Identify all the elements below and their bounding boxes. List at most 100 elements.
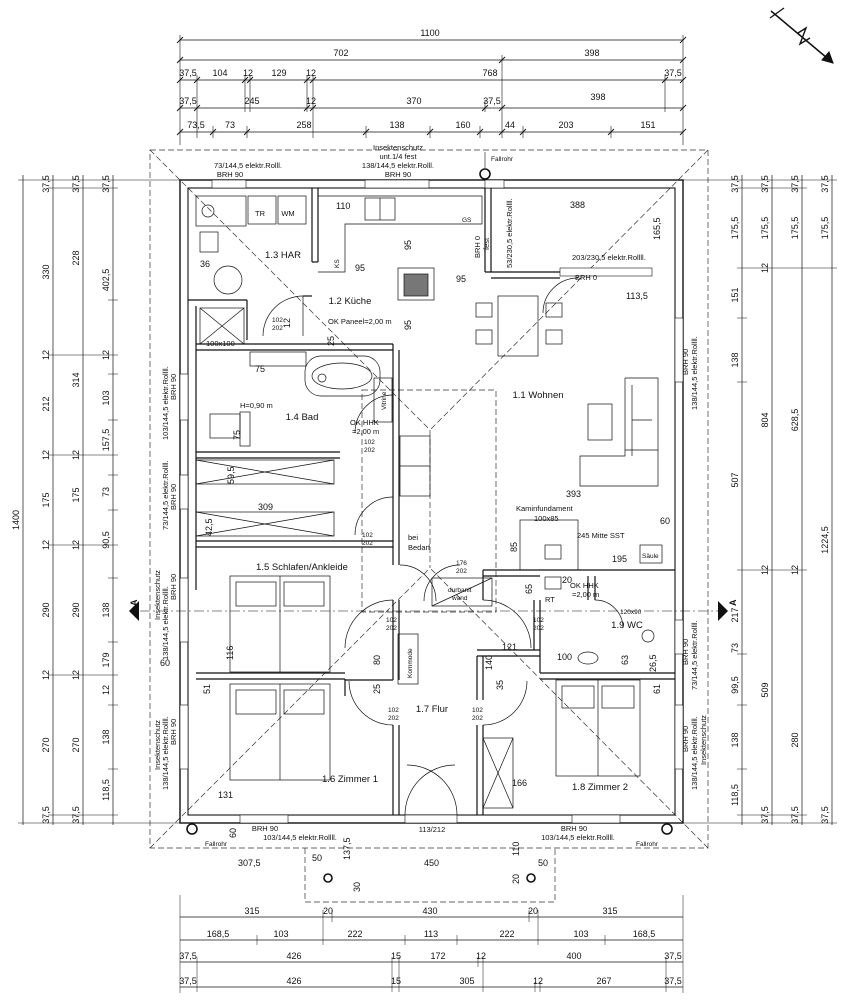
- ks-label: KS: [334, 259, 341, 268]
- svg-text:228: 228: [71, 250, 81, 265]
- dim-label: 100: [557, 652, 572, 662]
- svg-text:73: 73: [730, 643, 740, 653]
- dim-label: 85: [509, 542, 519, 552]
- dim-label: 195: [612, 554, 627, 564]
- dim-left-total: 1400: [11, 510, 21, 530]
- dim-label: 768: [482, 68, 497, 78]
- svg-text:430: 430: [422, 906, 437, 916]
- window-label: 103/144,5 elektr.Rollll.: [161, 366, 170, 440]
- svg-text:12: 12: [71, 450, 81, 460]
- window-labels: 73/144,5 elektr.Rolll. BRH 90 Insektensc…: [153, 143, 708, 842]
- svg-text:172: 172: [430, 951, 445, 961]
- dim-label: 129: [271, 68, 286, 78]
- svg-text:157,5: 157,5: [101, 429, 111, 452]
- svg-text:12: 12: [41, 540, 51, 550]
- dim-label: 61: [652, 684, 662, 694]
- window-label: 138/144,5 elektr.Rollll.: [161, 716, 170, 790]
- svg-text:12: 12: [41, 350, 51, 360]
- bottom-dimension-lines: [179, 895, 684, 993]
- dim-label: 95: [456, 274, 466, 284]
- dim-label: 37,5: [664, 68, 682, 78]
- svg-text:175,5: 175,5: [790, 217, 800, 240]
- dim-label: 110: [336, 201, 350, 211]
- svg-text:175: 175: [41, 492, 51, 507]
- dim-label: 245: [244, 96, 259, 106]
- dim-label: 75: [255, 364, 265, 374]
- svg-text:290: 290: [71, 602, 81, 617]
- window-label: BRH 90: [169, 484, 178, 510]
- svg-text:315: 315: [602, 906, 617, 916]
- dim-label: 60: [160, 658, 170, 668]
- window-label: Insektenschutz: [699, 715, 708, 765]
- dim-label: 60: [228, 828, 238, 838]
- top-dimension-lines: [176, 35, 687, 145]
- svg-text:73: 73: [101, 487, 111, 497]
- dim-label: 151: [640, 120, 655, 130]
- bedarf-note: bei: [408, 533, 418, 542]
- kamin-note: 100x85: [534, 514, 559, 523]
- top-dimension-labels: 1100 702 398 37,5 104 12 129 12 768 37,5…: [179, 28, 682, 130]
- dim-label: 73,5: [187, 120, 205, 130]
- dim-label: 140: [484, 655, 494, 670]
- door-size: 202: [386, 625, 397, 632]
- svg-text:270: 270: [71, 737, 81, 752]
- door-size: 102: [388, 707, 399, 714]
- dim-label: 12: [243, 68, 253, 78]
- dryer: [247, 195, 277, 225]
- svg-text:426: 426: [286, 951, 301, 961]
- svg-text:175,5: 175,5: [760, 217, 770, 240]
- door-size: 102: [386, 617, 397, 624]
- hhk-note: OK HHK: [350, 418, 379, 427]
- dim-label: 116: [225, 646, 235, 660]
- dim-label: 121: [502, 642, 517, 652]
- right-dimension-lines: [683, 175, 837, 825]
- svg-text:A: A: [129, 599, 139, 606]
- room-zimmer2: 1.8 Zimmer 2: [572, 782, 628, 793]
- downpipe-icon: [186, 168, 673, 883]
- svg-text:12: 12: [790, 565, 800, 575]
- left-dimension-labels: 1400 37,5 330 12 212 12 175 12 290 12 27…: [11, 175, 111, 824]
- svg-text:222: 222: [347, 929, 362, 939]
- svg-text:270: 270: [41, 737, 51, 752]
- dim-label: 137,5: [342, 837, 352, 860]
- dim-label: 131: [218, 790, 233, 800]
- window-label: 113/212: [419, 825, 446, 834]
- svg-text:305: 305: [459, 976, 474, 986]
- dim-right-total: 1224,5: [820, 526, 830, 554]
- svg-text:222: 222: [499, 929, 514, 939]
- dim-label: 12: [306, 96, 316, 106]
- dim-label: 165,5: [652, 217, 662, 240]
- dim-top-total: 1100: [420, 28, 439, 38]
- window-label: 138/144,5 elektr.Rollll.: [161, 586, 170, 660]
- room-bad: 1.4 Bad: [286, 412, 319, 423]
- svg-text:37,5: 37,5: [664, 951, 682, 961]
- svg-text:20: 20: [323, 906, 333, 916]
- tr-label: TR: [255, 209, 266, 218]
- gs-label: GS: [462, 217, 472, 224]
- bottom-dimension-labels: 315 20 430 20 315 168,5 103 222 113 222 …: [179, 906, 682, 986]
- svg-text:12: 12: [476, 951, 486, 961]
- svg-text:212: 212: [41, 396, 51, 411]
- window-label: BRH 0: [473, 236, 482, 258]
- svg-text:37,5: 37,5: [730, 175, 740, 193]
- window-label: 73/144,5 elektr.Rolll.: [214, 161, 282, 170]
- svg-text:628,5: 628,5: [790, 409, 800, 432]
- svg-text:402,5: 402,5: [101, 269, 111, 292]
- right-dimension-labels: 37,5 175,5 151 138 507 217 73 99,5 138 1…: [730, 175, 830, 824]
- washer: [277, 195, 307, 225]
- dim-label: 20: [562, 575, 572, 585]
- svg-text:99,5: 99,5: [730, 676, 740, 694]
- svg-text:37,5: 37,5: [790, 806, 800, 824]
- svg-text:509: 509: [760, 682, 770, 697]
- svg-text:37,5: 37,5: [179, 951, 197, 961]
- svg-text:37,5: 37,5: [179, 976, 197, 986]
- dim-label: 65: [524, 584, 534, 594]
- window-label: fest: [482, 237, 491, 250]
- svg-text:37,5: 37,5: [820, 806, 830, 824]
- svg-text:12: 12: [71, 670, 81, 680]
- svg-text:37,5: 37,5: [760, 806, 770, 824]
- svg-text:175,5: 175,5: [730, 217, 740, 240]
- svg-text:103: 103: [101, 390, 111, 405]
- dim-label: 12: [282, 318, 292, 328]
- window-label: 53/230,5 elektr.Rollll.: [505, 198, 514, 268]
